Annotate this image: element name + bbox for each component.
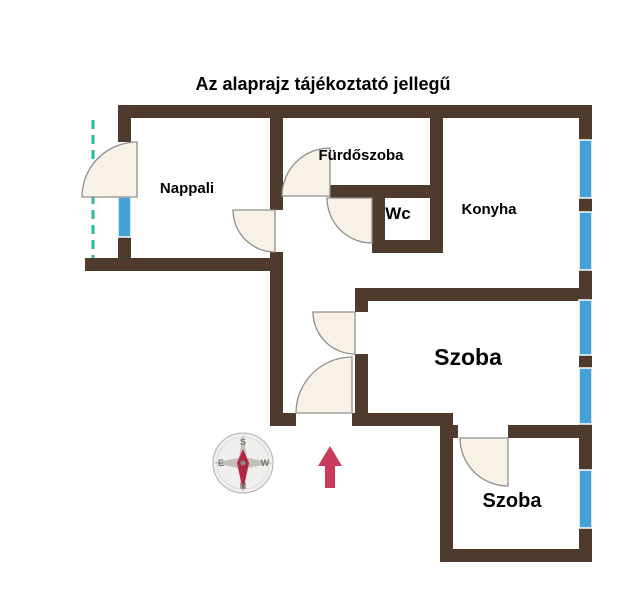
wall-hall-bottom-right [352,413,453,426]
compass-letter-left: E [218,458,224,468]
wall-left-upper [118,105,131,142]
wall-nappali-right-upper [270,105,283,210]
compass-letter-right: W [261,458,270,468]
window-nappali-left [117,196,132,238]
room-label-nappali: Nappali [160,180,214,197]
wall-szoba1-top [355,288,592,301]
door-szoba2-arc [459,437,509,487]
door-nappali-arc [232,209,276,253]
room-label-konyha: Konyha [461,201,517,218]
room-label-furdoszoba: Fürdőszoba [319,147,405,164]
entrance-arrow-icon [318,446,342,488]
compass-letter-top: S [240,437,246,447]
page-title: Az alaprajz tájékoztató jellegű [195,74,450,94]
window-konyha-2 [578,211,593,271]
wall-szoba1-left-lower [355,354,368,426]
window-szoba1-2 [578,367,593,425]
room-labels: Nappali Fürdőszoba Wc Konyha Szoba Szoba [160,147,542,512]
door-szoba1-arc [312,311,356,355]
wall-top [120,105,592,118]
walls [85,105,592,562]
wall-wc-left [372,198,385,240]
wall-wc-bottom [372,240,443,253]
compass-needle [237,449,249,491]
door-wc-arc [326,197,373,244]
wall-konyha-left [430,105,443,253]
doors [81,141,509,487]
wall-szoba2-bottom [440,549,592,562]
wall-szoba2-top-right [508,425,592,438]
windows [117,139,593,529]
window-szoba2 [578,469,593,529]
wall-szoba2-left [440,413,453,562]
door-furdoszoba-arc [281,147,331,197]
wall-nappali-bottom [85,258,283,271]
window-konyha-1 [578,139,593,199]
door-entrance-arc [295,356,353,414]
compass-rose: S N E W [212,432,274,494]
room-label-szoba2: Szoba [483,490,543,512]
wall-hall-bottom-left [270,413,296,426]
wall-hall-left [270,252,283,426]
compass-letter-bottom: N [240,481,247,491]
compass-center-dot [240,460,246,466]
window-szoba1-1 [578,299,593,356]
room-label-wc: Wc [385,204,411,223]
door-balcony-arc [81,141,138,198]
wall-furdoszoba-bottom [330,185,443,198]
room-label-szoba1: Szoba [434,344,502,370]
wall-szoba1-left-upper [355,301,368,312]
